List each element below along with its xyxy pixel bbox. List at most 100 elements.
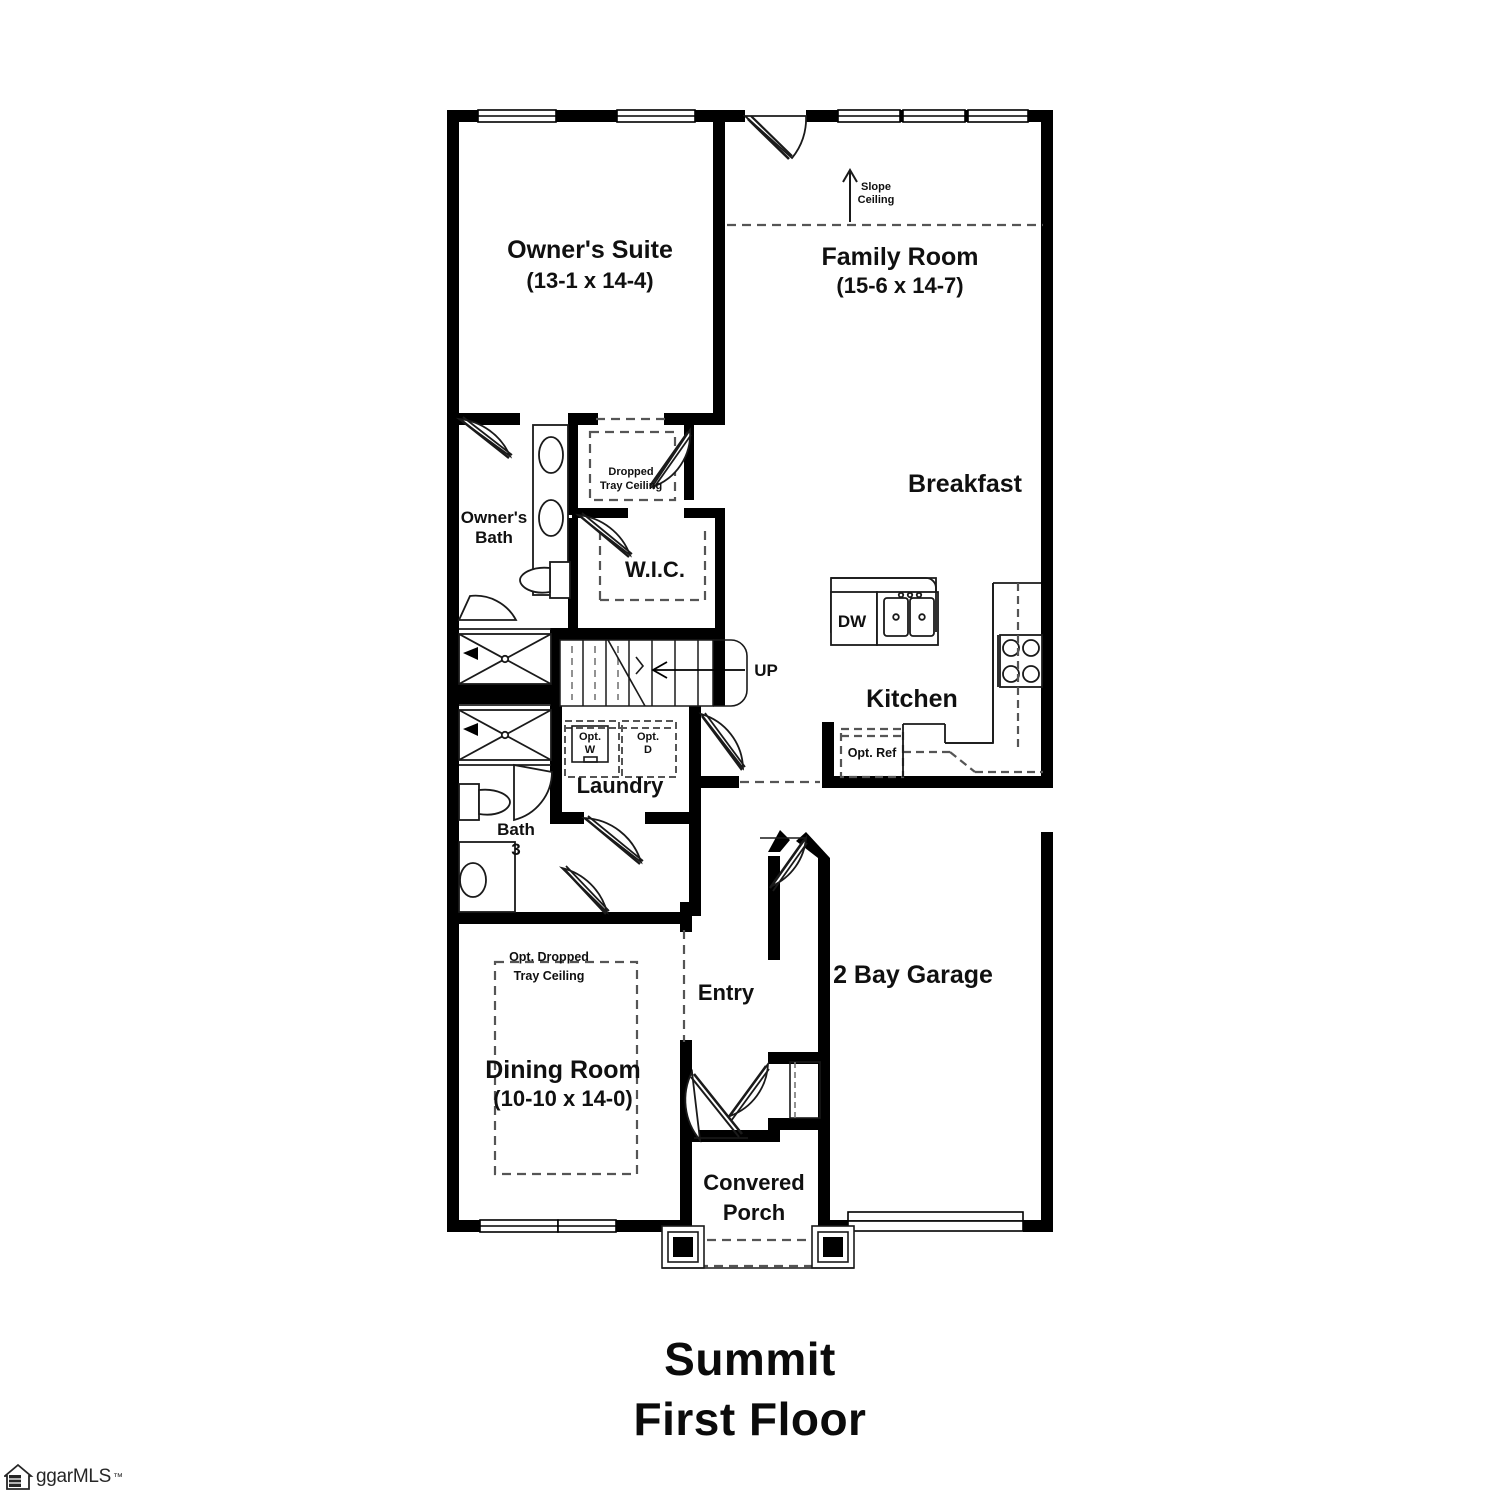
wall-porch-left	[680, 1130, 692, 1230]
annot-opt-dryer-line2: D	[644, 744, 652, 756]
owners-bath-sink-1	[538, 436, 564, 474]
label-owners-suite-dim: (13-1 x 14-4)	[526, 268, 653, 293]
wall-wic-top-left	[572, 508, 628, 518]
label-owners-suite: Owner's Suite	[507, 236, 673, 264]
wall-laundry-bottom-left	[550, 812, 584, 824]
mls-watermark-text: ggarMLS	[36, 1466, 111, 1487]
dashed-lines-group	[493, 223, 1043, 1268]
wall-right-upper	[1041, 110, 1053, 788]
owners-bath-toilet	[519, 561, 571, 599]
annot-opt-dryer-line1: Opt.	[637, 731, 659, 743]
wall-bath3-bottom-left	[447, 912, 570, 924]
wall-vestibule-left	[568, 425, 578, 515]
window-dining-2	[557, 1219, 617, 1233]
wall-foyer-bottom-left	[680, 1130, 768, 1142]
porch-column-left	[661, 1225, 705, 1269]
opt-washer-dash	[564, 720, 620, 778]
wall-closet-right-upper	[550, 628, 562, 704]
wall-garage-bottom-right	[1023, 1220, 1053, 1232]
wall-wic-right	[715, 508, 725, 628]
annot-dropped-tray-line1: Dropped	[608, 466, 653, 478]
mls-watermark-tm: ™	[113, 1471, 123, 1483]
house-icon	[4, 1463, 34, 1490]
wall-owners-suite-right	[713, 110, 725, 425]
plan-subtitle: First Floor	[633, 1392, 867, 1445]
label-family-room: Family Room	[822, 243, 979, 271]
owners-bath-sink-2	[538, 499, 564, 537]
plan-title-block: Summit First Floor	[0, 1330, 1500, 1450]
kitchen-counter-sink	[830, 577, 939, 646]
opt-washer-solid	[571, 725, 609, 763]
label-garage: 2 Bay Garage	[833, 961, 993, 989]
window-family-room-1	[837, 109, 901, 123]
wall-dining-top	[570, 912, 690, 924]
fixtures-group	[457, 424, 1043, 1269]
label-kitchen: Kitchen	[866, 685, 958, 713]
stair-break-arrow	[635, 656, 645, 675]
slope-ceiling-arrow	[842, 168, 858, 222]
wall-closet-top	[768, 1052, 830, 1064]
plan-title: Summit	[664, 1333, 836, 1385]
label-owners-bath-line2: Bath	[475, 528, 513, 547]
wall-owners-suite-bottom-right	[664, 413, 725, 425]
wall-foyer-jamb	[768, 1118, 780, 1142]
annot-dishwasher: DW	[838, 612, 867, 631]
wall-owners-suite-bottom-mid	[568, 413, 598, 425]
annot-opt-dropped-line1: Opt. Dropped	[509, 950, 589, 964]
label-bath3-line2: 3	[511, 840, 520, 859]
bath3-shower	[513, 763, 553, 822]
label-wic: W.I.C.	[625, 557, 685, 582]
owners-bath-shower	[457, 594, 518, 621]
annot-opt-dropped-line2: Tray Ceiling	[514, 969, 585, 983]
label-dining-room: Dining Room	[485, 1056, 641, 1084]
porch-column-right	[811, 1225, 855, 1269]
coat-closet-shelf	[789, 1061, 821, 1119]
label-breakfast: Breakfast	[908, 470, 1023, 498]
annot-slope-line1: Slope	[861, 181, 891, 193]
wall-wic-top-right	[684, 508, 725, 518]
kitchen-cooktop	[997, 634, 1043, 688]
opt-washer-dryer-boxes	[564, 720, 677, 778]
label-laundry: Laundry	[577, 773, 665, 798]
stair-treads	[582, 640, 699, 706]
opt-dropped-tray-box	[493, 960, 639, 1176]
dropped-tray-ceiling-box	[588, 430, 677, 502]
label-porch-line1: Convered	[703, 1170, 804, 1195]
annot-dropped-tray-line2: Tray Ceiling	[600, 480, 662, 492]
label-owners-bath-line1: Owner's	[461, 508, 527, 527]
window-family-room-3	[967, 109, 1029, 123]
wic-shelf	[598, 525, 707, 602]
wall-closet-divider	[447, 682, 562, 704]
annot-opt-washer-line2: W	[585, 744, 596, 756]
wall-closet-right	[818, 1052, 830, 1130]
wall-laundry-bottom-right	[645, 812, 701, 824]
door-family-panel	[747, 118, 790, 160]
wall-garage-right	[1041, 832, 1053, 1232]
stairs-up-arrow	[651, 661, 745, 679]
annot-slope-line2: Ceiling	[858, 194, 895, 206]
label-family-room-dim: (15-6 x 14-7)	[836, 273, 963, 298]
wall-wic-left	[568, 518, 578, 628]
wall-hall-right-upper	[689, 704, 701, 778]
window-dining-1	[479, 1219, 559, 1233]
closet-1	[458, 628, 552, 685]
wall-kitchen-bottom	[822, 776, 1053, 788]
wall-entry-right-b	[768, 916, 780, 960]
windows-group	[477, 109, 1029, 1233]
label-dining-room-dim: (10-10 x 14-0)	[493, 1086, 632, 1111]
wall-kitchen-left	[822, 722, 834, 788]
bath3-tub	[458, 841, 516, 913]
wall-laundry-left	[550, 704, 562, 824]
doors-group	[455, 115, 808, 1143]
window-owners-suite-1	[477, 109, 557, 123]
label-bath3-line1: Bath	[497, 820, 535, 839]
wall-stair-top	[560, 628, 725, 640]
annot-stairs-up: UP	[754, 661, 778, 680]
wall-porch-right	[818, 1130, 830, 1232]
wall-hall-bottom	[701, 776, 739, 788]
closet-2	[458, 704, 552, 766]
kitchen-counter-lines	[902, 723, 946, 777]
wall-vestibule-right-top	[684, 425, 694, 500]
wall-entry-angle-top	[768, 830, 790, 852]
